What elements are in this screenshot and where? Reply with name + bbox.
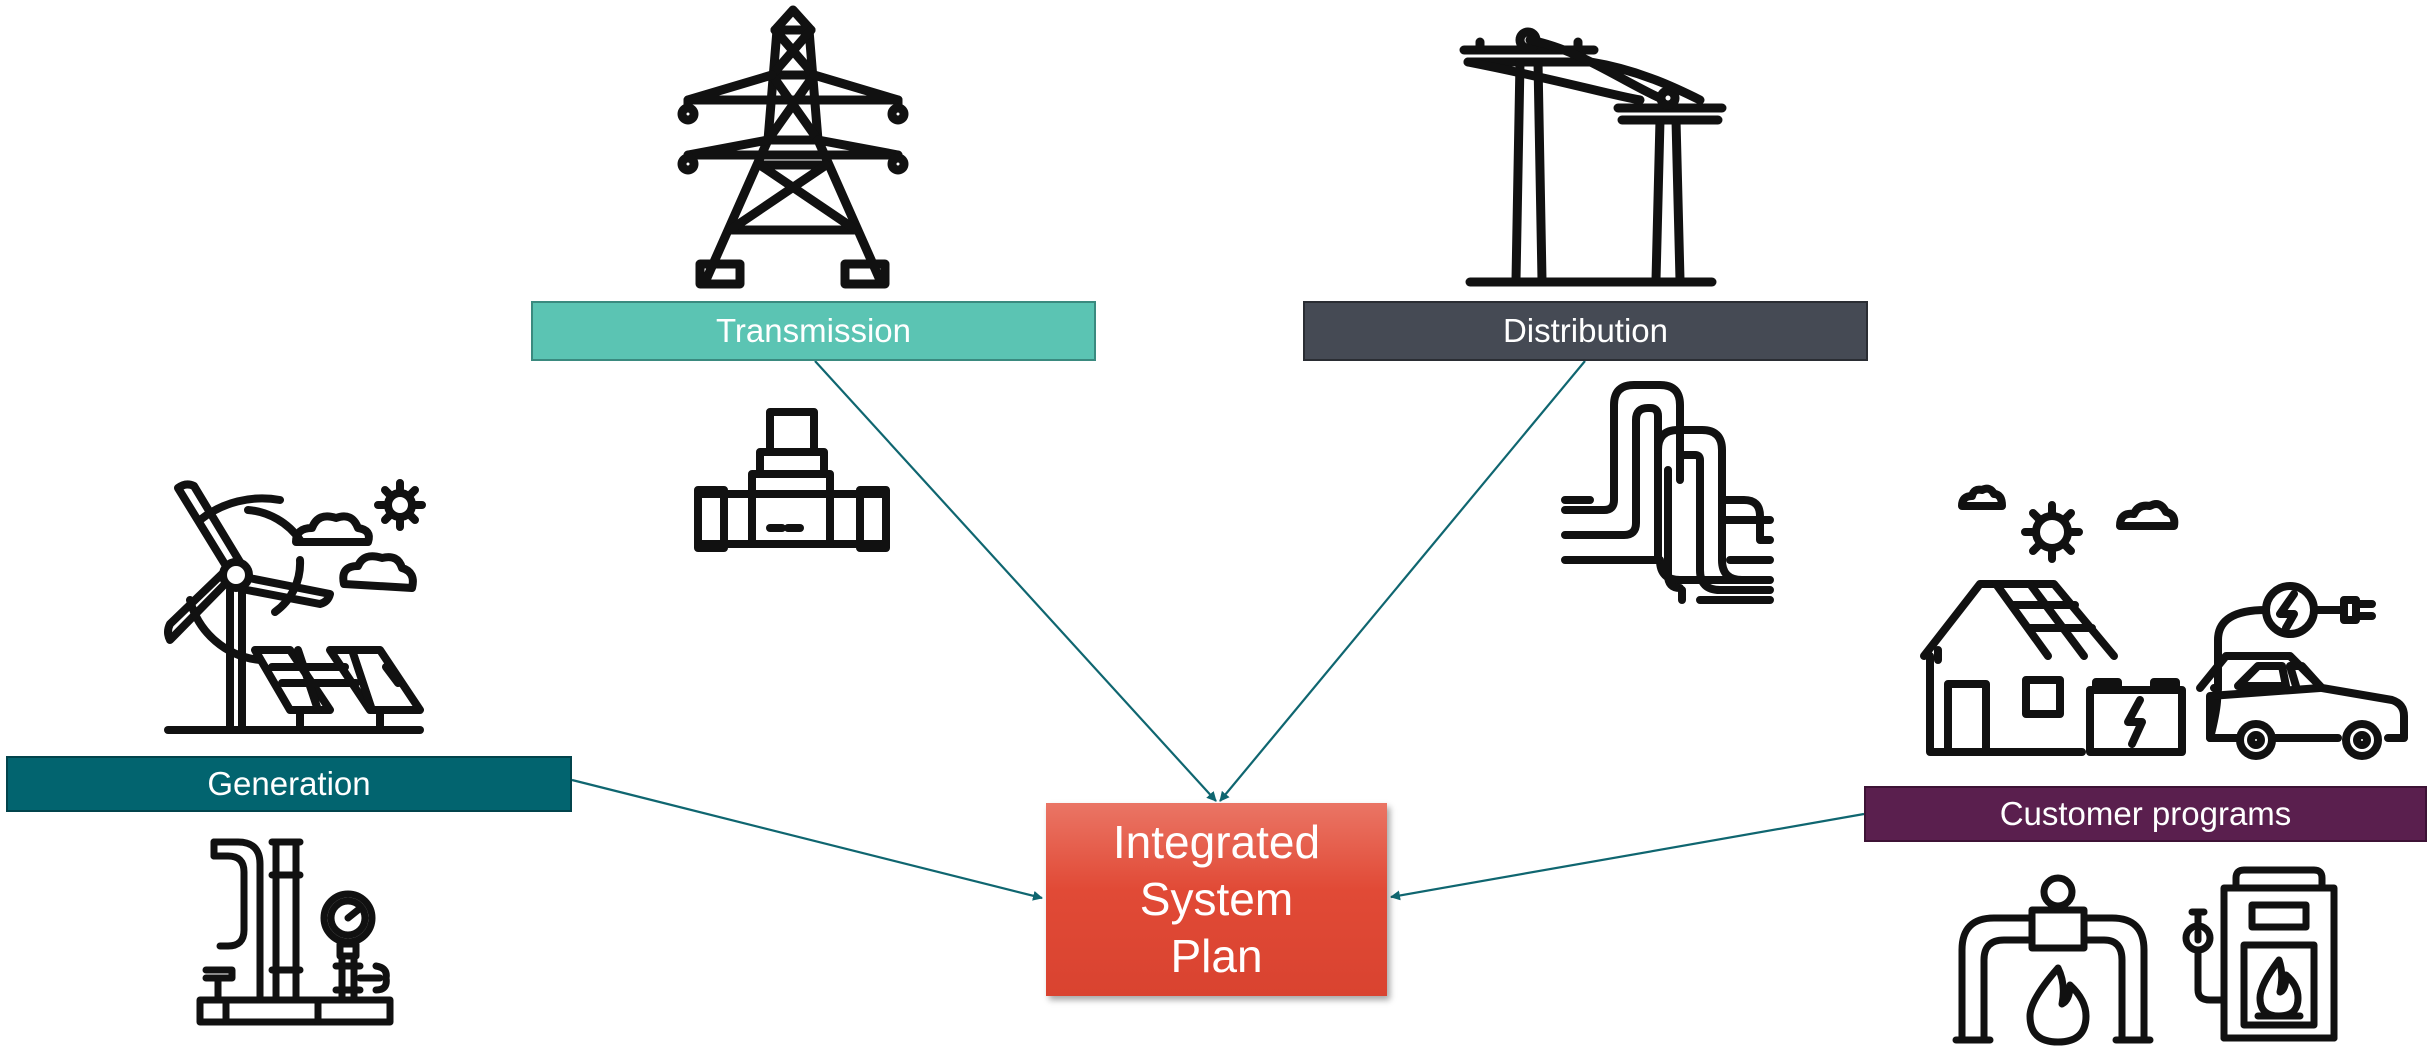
arrow-customer-to-plan xyxy=(1390,812,1865,901)
wind-solar-generation-icon xyxy=(164,479,426,734)
transmission-label-box: Transmission xyxy=(531,301,1096,361)
arrow-distribution-to-plan xyxy=(1219,360,1586,802)
generation-label-box: Generation xyxy=(6,756,572,812)
integrated-system-plan-label: Integrated System Plan xyxy=(1112,816,1321,982)
generation-label: Generation xyxy=(207,765,371,802)
gas-pipelines-icon xyxy=(1561,381,1774,604)
arrow-generation-to-plan xyxy=(571,778,1043,901)
pipe-valve-icon xyxy=(694,408,890,552)
customer-programs-label: Customer programs xyxy=(1999,795,2292,832)
solar-house-ev-icon xyxy=(1920,484,2408,760)
transmission-tower-icon xyxy=(677,5,909,289)
arrow-transmission-to-plan xyxy=(814,360,1217,802)
distribution-label-box: Distribution xyxy=(1303,301,1868,361)
transmission-label: Transmission xyxy=(716,312,911,349)
integrated-system-plan-box: Integrated System Plan xyxy=(1046,803,1387,996)
utility-pole-icon xyxy=(1459,27,1727,287)
customer-programs-label-box: Customer programs xyxy=(1864,786,2427,842)
distribution-label: Distribution xyxy=(1502,312,1669,349)
gas-meter-pipes-icon xyxy=(196,838,394,1026)
gas-furnace-icon xyxy=(1952,866,2338,1046)
